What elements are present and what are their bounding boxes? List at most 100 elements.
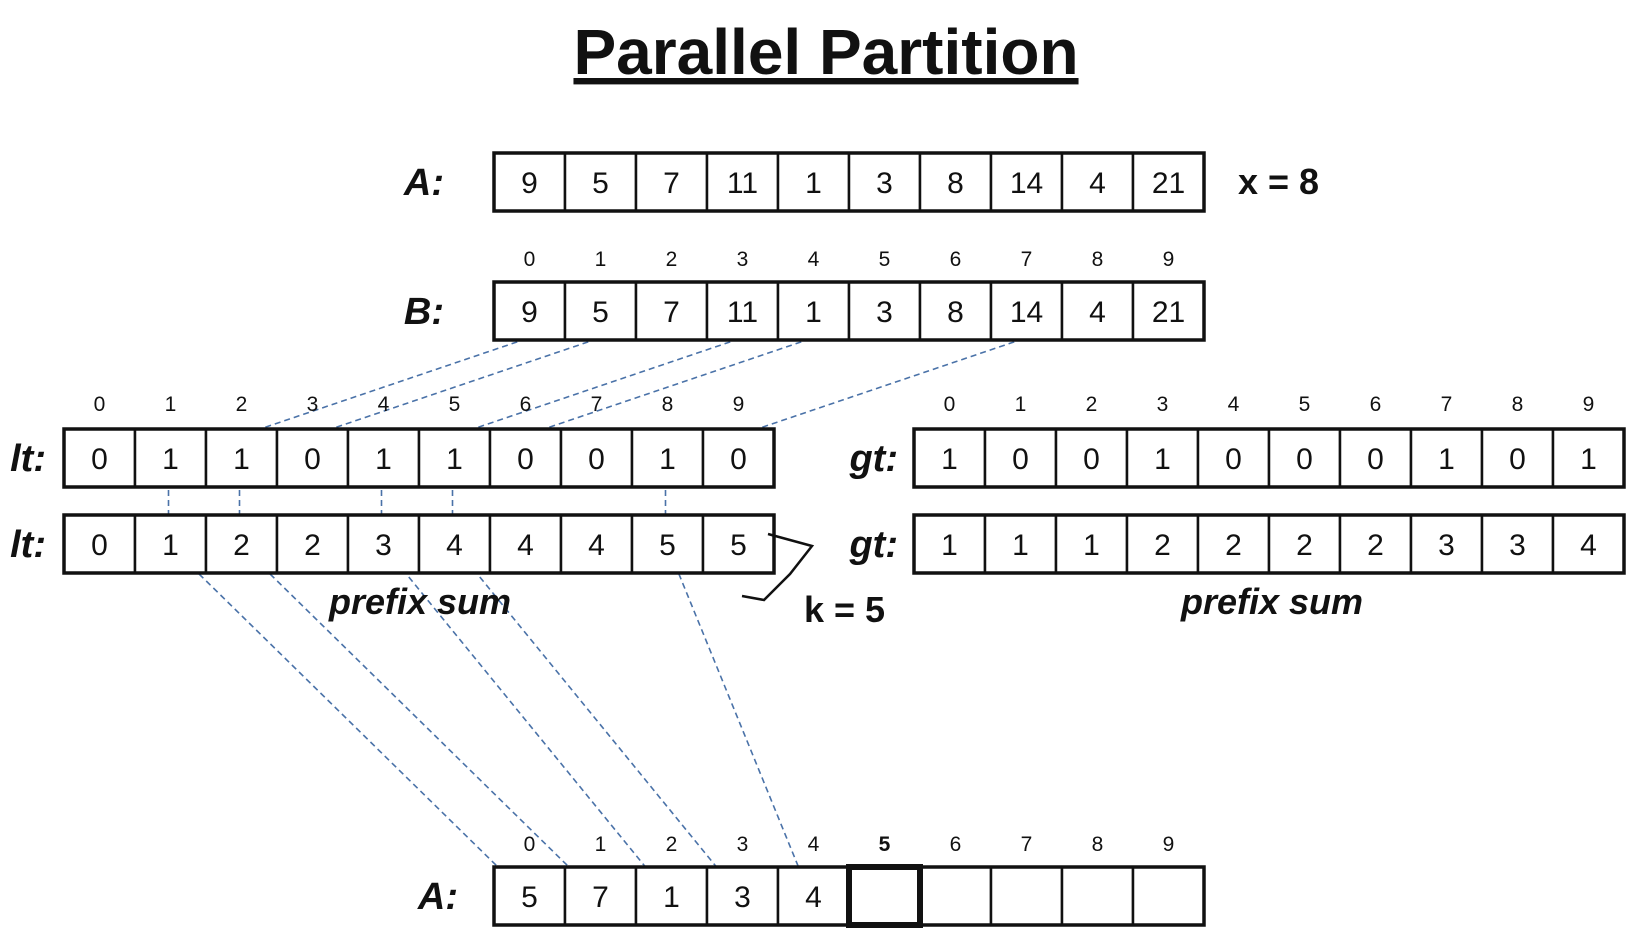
array-cell bbox=[989, 865, 1064, 927]
array-label: lt: bbox=[10, 524, 46, 566]
index-label: 3 bbox=[307, 393, 319, 416]
index-label: 8 bbox=[1512, 393, 1524, 416]
index-label: 3 bbox=[737, 833, 749, 856]
index-label: 0 bbox=[524, 833, 536, 856]
index-label: 7 bbox=[1441, 393, 1453, 416]
cell-value: 21 bbox=[1152, 296, 1185, 329]
cell-value: 1 bbox=[446, 443, 463, 476]
cell-value: 1 bbox=[162, 443, 179, 476]
index-label: 5 bbox=[1299, 393, 1311, 416]
array-cell bbox=[1131, 865, 1206, 927]
cell-value: 3 bbox=[876, 167, 893, 200]
cell-value: 0 bbox=[91, 443, 108, 476]
index-label: 5 bbox=[879, 833, 891, 856]
array-cell bbox=[275, 427, 350, 489]
cell-value: 2 bbox=[1225, 529, 1242, 562]
cell-value: 14 bbox=[1010, 167, 1043, 200]
index-label: 4 bbox=[378, 393, 390, 416]
array-cell bbox=[275, 513, 350, 575]
array-cell bbox=[492, 151, 567, 213]
pivot-label: x = 8 bbox=[1238, 161, 1319, 202]
cell-value: 5 bbox=[659, 529, 676, 562]
array-label: gt: bbox=[848, 524, 898, 566]
array-label: A: bbox=[417, 876, 458, 918]
array-cell bbox=[346, 427, 421, 489]
array-cell bbox=[1054, 427, 1129, 489]
array-frame bbox=[912, 513, 1626, 575]
array-A-output: A:5713480123456789 bbox=[417, 833, 1206, 928]
array-frame bbox=[62, 513, 776, 575]
index-label: 7 bbox=[1021, 833, 1033, 856]
index-label: 9 bbox=[733, 393, 745, 416]
cell-value: 3 bbox=[375, 529, 392, 562]
array-cell bbox=[705, 151, 780, 213]
array-frame bbox=[912, 427, 1626, 489]
labels: Parallel Partition x = 8 k = 5 bbox=[573, 16, 1319, 630]
cell-value: 11 bbox=[727, 296, 758, 329]
index-label: 1 bbox=[1015, 393, 1027, 416]
lt-to-output-link bbox=[169, 545, 527, 895]
cell-value: 0 bbox=[588, 443, 605, 476]
index-label: 9 bbox=[1583, 393, 1595, 416]
cell-value: 1 bbox=[805, 167, 822, 200]
cell-value: 0 bbox=[517, 443, 534, 476]
array-frame bbox=[492, 280, 1206, 342]
index-label: 7 bbox=[591, 393, 603, 416]
index-label: 9 bbox=[1163, 248, 1175, 271]
cell-value: 8 bbox=[947, 167, 964, 200]
array-label: gt: bbox=[848, 438, 898, 480]
prefix-sum-caption: prefix sum bbox=[1180, 581, 1363, 622]
index-label: 7 bbox=[1021, 248, 1033, 271]
cell-value: 4 bbox=[1580, 529, 1597, 562]
array-cell bbox=[204, 513, 279, 575]
index-label: 6 bbox=[1370, 393, 1382, 416]
cell-value: 1 bbox=[1438, 443, 1455, 476]
array-label: B: bbox=[404, 291, 444, 333]
cell-value: 7 bbox=[663, 167, 680, 200]
cell-value: 4 bbox=[517, 529, 534, 562]
index-label: 5 bbox=[879, 248, 891, 271]
cell-value: 1 bbox=[1012, 529, 1029, 562]
index-label: 0 bbox=[524, 248, 536, 271]
array-cell bbox=[630, 513, 705, 575]
cell-value: 4 bbox=[1089, 167, 1106, 200]
cell-value: 0 bbox=[730, 443, 747, 476]
index-label: 4 bbox=[808, 248, 820, 271]
array-cell bbox=[918, 865, 993, 927]
cell-value: 4 bbox=[1089, 296, 1106, 329]
cell-value: 2 bbox=[233, 529, 250, 562]
cell-value: 1 bbox=[1580, 443, 1597, 476]
cell-value: 7 bbox=[663, 296, 680, 329]
cell-value: 9 bbox=[521, 167, 538, 200]
cell-value: 1 bbox=[375, 443, 392, 476]
index-label: 4 bbox=[808, 833, 820, 856]
cell-value: 0 bbox=[1012, 443, 1029, 476]
cell-value: 1 bbox=[1154, 443, 1171, 476]
index-label: 1 bbox=[165, 393, 177, 416]
cell-value: 0 bbox=[1225, 443, 1242, 476]
cell-value: 1 bbox=[941, 443, 958, 476]
cell-value: 3 bbox=[1438, 529, 1455, 562]
cell-value: 2 bbox=[1296, 529, 1313, 562]
pivot-cell bbox=[846, 864, 923, 928]
cell-value: 3 bbox=[1509, 529, 1526, 562]
index-label: 2 bbox=[666, 248, 678, 271]
cell-value: 2 bbox=[1154, 529, 1171, 562]
index-label: 6 bbox=[520, 393, 532, 416]
lt-to-output-link bbox=[240, 545, 598, 895]
cell-value: 14 bbox=[1010, 296, 1043, 329]
array-cell bbox=[705, 865, 780, 927]
k-label: k = 5 bbox=[804, 589, 885, 630]
cell-value: 5 bbox=[730, 529, 747, 562]
lt-to-output-link bbox=[666, 545, 811, 895]
array-cell bbox=[1060, 151, 1135, 213]
index-label: 5 bbox=[449, 393, 461, 416]
